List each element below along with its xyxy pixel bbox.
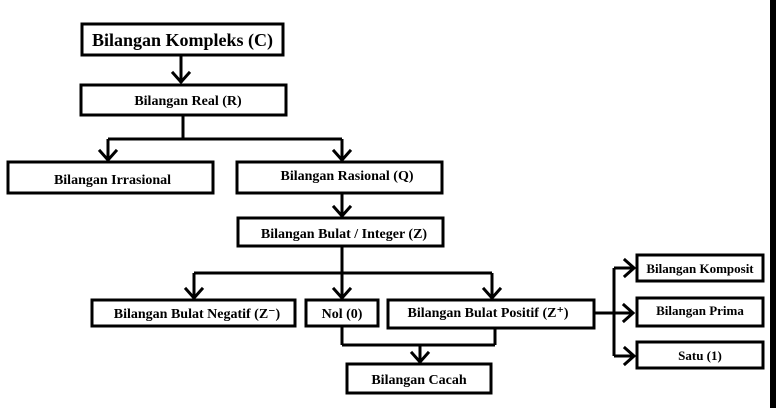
node-box-komposit — [635, 253, 765, 283]
node-box-kompleks — [80, 22, 285, 57]
arrow-to-nol — [331, 286, 353, 301]
node-satu: Satu (1) — [635, 340, 765, 370]
node-label-prima: Bilangan Prima — [656, 303, 744, 318]
arrow-to-komposit — [622, 257, 637, 279]
node-label-irrasional: Bilangan Irrasional — [54, 173, 171, 188]
node-box-bulat — [236, 216, 445, 248]
node-label-negatif: Bilangan Bulat Negatif (Z⁻) — [114, 307, 281, 322]
node-box-real — [79, 83, 288, 117]
node-box-rasional — [235, 160, 444, 195]
node-label-bulat: Bilangan Bulat / Integer (Z) — [261, 227, 428, 242]
node-box-satu — [635, 340, 765, 370]
node-positif: Bilangan Bulat Positif (Z⁺) — [386, 298, 596, 330]
node-label-nol: Nol (0) — [322, 307, 363, 322]
arrow-to-real — [170, 70, 192, 85]
node-label-rasional: Bilangan Rasional (Q) — [280, 169, 413, 184]
node-box-positif — [386, 298, 596, 330]
node-nol: Nol (0) — [304, 298, 380, 328]
arrow-to-satu — [622, 345, 637, 367]
node-box-prima — [635, 296, 765, 328]
arrow-to-bulat — [331, 204, 353, 219]
arrow-to-cacah — [409, 350, 431, 365]
node-label-satu: Satu (1) — [678, 348, 722, 363]
right-border-strip — [770, 0, 776, 408]
node-rasional: Bilangan Rasional (Q) — [235, 160, 444, 195]
arrow-to-irrasional — [97, 148, 119, 163]
node-label-positif: Bilangan Bulat Positif (Z⁺) — [407, 306, 568, 321]
node-box-negatif — [90, 298, 297, 328]
arrow-heads — [97, 70, 637, 367]
node-box-nol — [304, 298, 380, 328]
node-bulat: Bilangan Bulat / Integer (Z) — [236, 216, 445, 248]
arrow-to-rasional — [331, 148, 353, 163]
node-box-cacah — [345, 362, 493, 395]
arrow-to-negatif — [183, 286, 205, 301]
arrow-to-positif — [481, 286, 503, 301]
node-irrasional: Bilangan Irrasional — [6, 160, 215, 195]
node-kompleks: Bilangan Kompleks (C) — [80, 22, 285, 57]
node-prima: Bilangan Prima — [635, 296, 765, 328]
node-negatif: Bilangan Bulat Negatif (Z⁻) — [90, 298, 297, 328]
node-komposit: Bilangan Komposit — [635, 253, 765, 283]
node-label-cacah: Bilangan Cacah — [371, 373, 467, 388]
arrow-to-prima — [621, 302, 636, 324]
node-real: Bilangan Real (R) — [79, 83, 288, 117]
node-cacah: Bilangan Cacah — [345, 362, 493, 395]
node-box-irrasional — [6, 160, 215, 195]
node-label-real: Bilangan Real (R) — [134, 94, 242, 109]
connectors — [106, 55, 634, 362]
node-label-komposit: Bilangan Komposit — [646, 261, 754, 276]
node-label-kompleks: Bilangan Kompleks (C) — [92, 30, 273, 51]
